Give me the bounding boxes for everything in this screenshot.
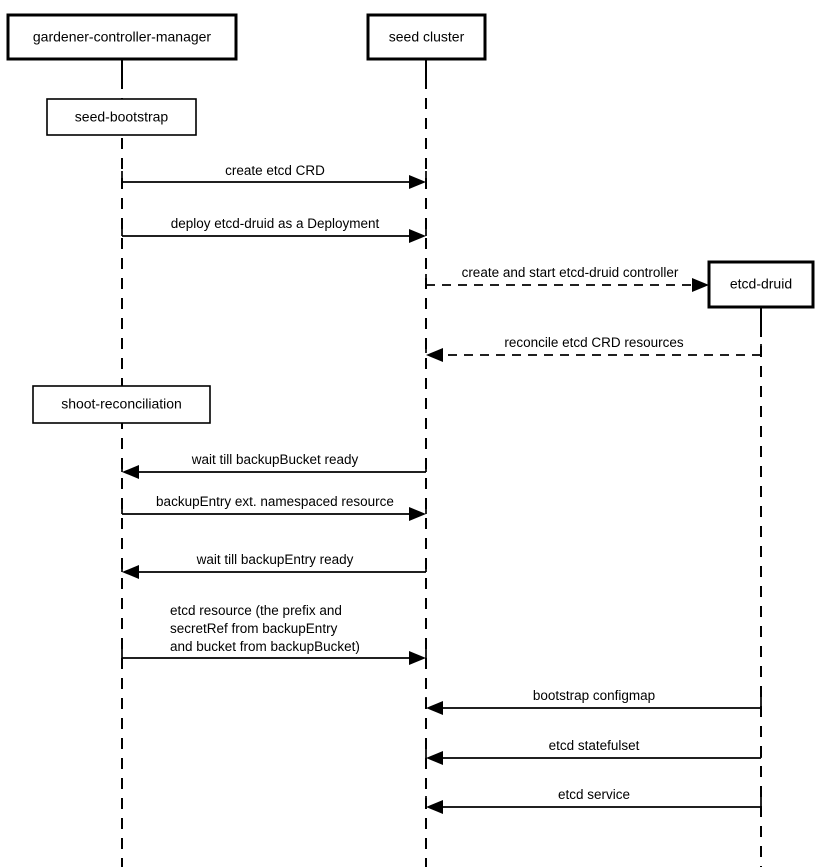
arrow-head-icon	[426, 348, 443, 362]
message-bootstrap-configmap: bootstrap configmap	[425, 688, 762, 715]
message-label-line: and bucket from backupBucket)	[170, 639, 360, 654]
arrow-head-icon	[409, 229, 426, 243]
message-etcd-resource: etcd resource (the prefix and secretRef f…	[121, 603, 427, 665]
participant-box-gardener-controller-manager[interactable]	[6, 13, 238, 61]
arrow-head-icon	[426, 701, 443, 715]
message-label-etcd-resource: etcd resource (the prefix and secretRef f…	[170, 603, 360, 654]
message-label-line: deploy etcd-druid as a Deployment	[171, 216, 380, 231]
message-wait-till-backupentry-ready: wait till backupEntry ready	[121, 552, 427, 579]
message-label-line: wait till backupEntry ready	[196, 552, 354, 567]
arrow-head-icon	[409, 651, 426, 665]
message-label-etcd-statefulset: etcd statefulset	[549, 738, 640, 753]
message-label-line: backupEntry ext. namespaced resource	[156, 494, 394, 509]
activation-boxes-group: seed-bootstrap shoot-reconciliation	[32, 98, 211, 424]
message-label-line: reconcile etcd CRD resources	[504, 335, 684, 350]
activation-box-seed-bootstrap[interactable]	[46, 98, 197, 136]
arrow-head-icon	[692, 278, 709, 292]
message-label-line: secretRef from backupEntry	[170, 621, 338, 636]
participant-label-etcd-druid: etcd-druid	[730, 276, 792, 292]
message-deploy-etcd-druid: deploy etcd-druid as a Deployment	[121, 216, 427, 243]
message-create-etcd-crd: create etcd CRD	[121, 163, 427, 189]
message-wait-till-backupbucket-ready: wait till backupBucket ready	[121, 452, 427, 479]
participant-box-etcd-druid[interactable]	[707, 260, 815, 309]
lifelines-group	[121, 59, 762, 867]
participant-boxes-group: gardener-controller-manager seed cluster…	[6, 13, 815, 309]
message-label-line: etcd resource (the prefix and	[170, 603, 342, 618]
message-label-create-start-etcd-druid-controller: create and start etcd-druid controller	[462, 265, 679, 280]
activation-seed-bootstrap[interactable]: seed-bootstrap	[46, 98, 197, 136]
participant-label-gardener-controller-manager: gardener-controller-manager	[33, 29, 212, 45]
message-etcd-statefulset: etcd statefulset	[425, 738, 762, 765]
message-label-line: create etcd CRD	[225, 163, 325, 178]
participant-label-seed-cluster: seed cluster	[389, 29, 465, 45]
message-label-deploy-etcd-druid: deploy etcd-druid as a Deployment	[171, 216, 380, 231]
activation-label-seed-bootstrap: seed-bootstrap	[75, 109, 169, 125]
arrow-head-icon	[426, 800, 443, 814]
message-label-line: etcd statefulset	[549, 738, 640, 753]
activation-shoot-reconciliation[interactable]: shoot-reconciliation	[32, 385, 211, 424]
message-label-create-etcd-crd: create etcd CRD	[225, 163, 325, 178]
message-label-etcd-service: etcd service	[558, 787, 630, 802]
message-reconcile-etcd-crd-resources: reconcile etcd CRD resources	[425, 335, 762, 362]
message-etcd-service: etcd service	[425, 787, 762, 814]
message-label-wait-till-backupbucket-ready: wait till backupBucket ready	[191, 452, 359, 467]
arrow-head-icon	[426, 751, 443, 765]
activation-label-shoot-reconciliation: shoot-reconciliation	[61, 396, 182, 412]
arrow-head-icon	[122, 565, 139, 579]
participant-seed-cluster[interactable]: seed cluster	[366, 13, 487, 61]
arrow-head-icon	[122, 465, 139, 479]
message-label-backupentry-ext-namespaced-resource: backupEntry ext. namespaced resource	[156, 494, 394, 509]
message-backupentry-ext-namespaced-resource: backupEntry ext. namespaced resource	[121, 494, 427, 521]
message-label-wait-till-backupentry-ready: wait till backupEntry ready	[196, 552, 354, 567]
activation-box-shoot-reconciliation[interactable]	[32, 385, 211, 424]
message-create-start-etcd-druid-controller: create and start etcd-druid controller	[425, 265, 710, 292]
message-label-line: wait till backupBucket ready	[191, 452, 359, 467]
message-label-line: etcd service	[558, 787, 630, 802]
participant-gardener-controller-manager[interactable]: gardener-controller-manager	[6, 13, 238, 61]
message-label-bootstrap-configmap: bootstrap configmap	[533, 688, 655, 703]
arrow-head-icon	[409, 175, 426, 189]
participant-etcd-druid[interactable]: etcd-druid	[707, 260, 815, 309]
message-label-reconcile-etcd-crd-resources: reconcile etcd CRD resources	[504, 335, 684, 350]
message-label-line: create and start etcd-druid controller	[462, 265, 679, 280]
arrow-head-icon	[409, 507, 426, 521]
participant-box-seed-cluster[interactable]	[366, 13, 487, 61]
messages-group: create etcd CRD deploy etcd-druid as a De…	[121, 163, 762, 814]
message-label-line: bootstrap configmap	[533, 688, 655, 703]
